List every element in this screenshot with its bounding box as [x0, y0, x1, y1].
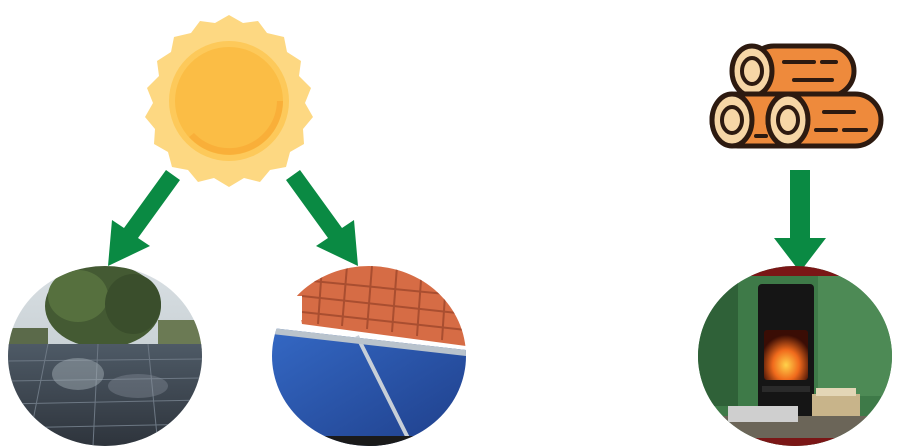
arrow-wood-to-stove — [774, 170, 826, 272]
arrow-sun-to-thermal — [286, 170, 358, 266]
firewood-logs-icon — [704, 40, 886, 156]
wood-stove-photo — [698, 266, 892, 446]
solar-thermal-photo — [272, 266, 466, 446]
sun-icon — [134, 8, 324, 194]
arrow-sun-to-pv — [108, 170, 180, 266]
pv-panel-photo — [8, 266, 202, 446]
